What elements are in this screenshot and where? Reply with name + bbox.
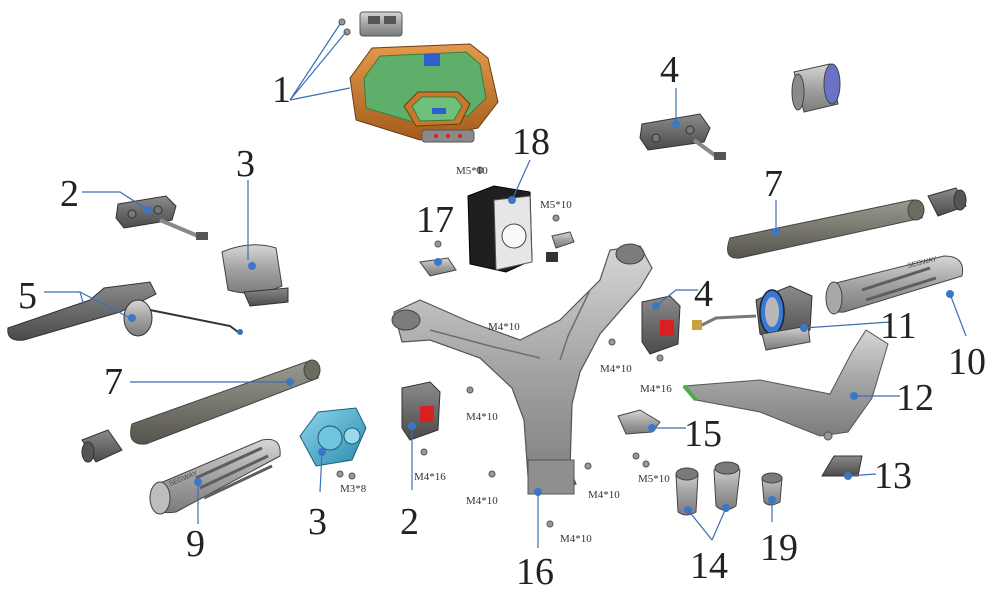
spec-m4-b3: M4*10 — [560, 533, 592, 545]
spec-m4-r2: M4*16 — [640, 383, 672, 395]
left-grip: SEGWAY — [149, 438, 281, 515]
callout-10: 10 — [948, 341, 986, 383]
callout-18: 18 — [512, 121, 550, 163]
brake-lever-left — [7, 281, 243, 341]
leader-line-1 — [289, 23, 351, 101]
spec-m4-b1: M4*10 — [466, 495, 498, 507]
throttle-sleeve — [791, 63, 841, 113]
leader-line-14 — [687, 507, 727, 541]
callout-3-top: 3 — [236, 143, 255, 185]
callout-17: 17 — [416, 199, 454, 241]
hinge-part — [617, 409, 661, 468]
spec-m4-16-left: M4*16 — [414, 471, 446, 483]
callout-16: 16 — [516, 551, 554, 592]
callout-2-bottom: 2 — [400, 501, 419, 543]
callout-7-right: 7 — [764, 163, 783, 205]
leader-line-10 — [949, 293, 967, 337]
spec-m4-center: M4*10 — [488, 321, 520, 333]
brake-lever-right — [682, 329, 889, 441]
callout-1: 1 — [272, 69, 291, 111]
callout-11: 11 — [880, 305, 917, 347]
leader-line-5 — [44, 291, 131, 319]
leader-line-11 — [803, 321, 891, 329]
controller-module — [467, 166, 575, 273]
mount-bracket — [419, 240, 457, 277]
spec-m5-18b: M5*10 — [540, 199, 572, 211]
clamp-cover — [221, 244, 289, 307]
callout-5: 5 — [18, 275, 37, 317]
leader-line-3b — [319, 451, 323, 493]
bell-part — [299, 407, 367, 480]
leader-line-13 — [847, 473, 877, 477]
callout-19: 19 — [760, 527, 798, 569]
callout-12: 12 — [896, 377, 934, 419]
handlebar-tube-left — [130, 359, 321, 445]
leader-line-18 — [511, 159, 531, 201]
leader-line-2a — [82, 191, 149, 211]
sleeve-19 — [761, 472, 783, 506]
callout-7-left: 7 — [104, 361, 123, 403]
left-brake-switch — [401, 381, 441, 456]
callout-15: 15 — [684, 413, 722, 455]
callout-9: 9 — [186, 523, 205, 565]
callout-2-top: 2 — [60, 173, 79, 215]
callout-14: 14 — [690, 545, 728, 587]
right-switch-module — [639, 113, 726, 160]
bar-end-plug-right — [927, 187, 967, 217]
handlebar-tube-right — [727, 199, 925, 259]
leader-line-4b — [655, 289, 698, 307]
spec-m5-18a: M5*10 — [456, 165, 488, 177]
screw-set-stem — [466, 386, 592, 528]
spacer-sleeves — [675, 461, 741, 516]
spec-m4-b2: M4*10 — [588, 489, 620, 501]
dashboard-part — [349, 43, 499, 143]
right-brake-switch — [608, 295, 681, 362]
callout-4-top: 4 — [660, 49, 679, 91]
left-switch-module — [115, 195, 208, 240]
spec-m4-left: M4*10 — [466, 411, 498, 423]
callout-3-bottom: 3 — [308, 501, 327, 543]
bar-end-plug-left — [81, 429, 123, 463]
dashboard-screw-plate — [338, 11, 403, 37]
callout-13: 13 — [874, 455, 912, 497]
throttle-housing — [692, 285, 813, 351]
small-clip — [821, 455, 863, 480]
spec-m5-15: M5*10 — [638, 473, 670, 485]
stem-frame — [391, 243, 653, 496]
callout-4-bottom: 4 — [694, 273, 713, 315]
spec-m4-r1: M4*10 — [600, 363, 632, 375]
spec-m3-8: M3*8 — [340, 483, 367, 495]
